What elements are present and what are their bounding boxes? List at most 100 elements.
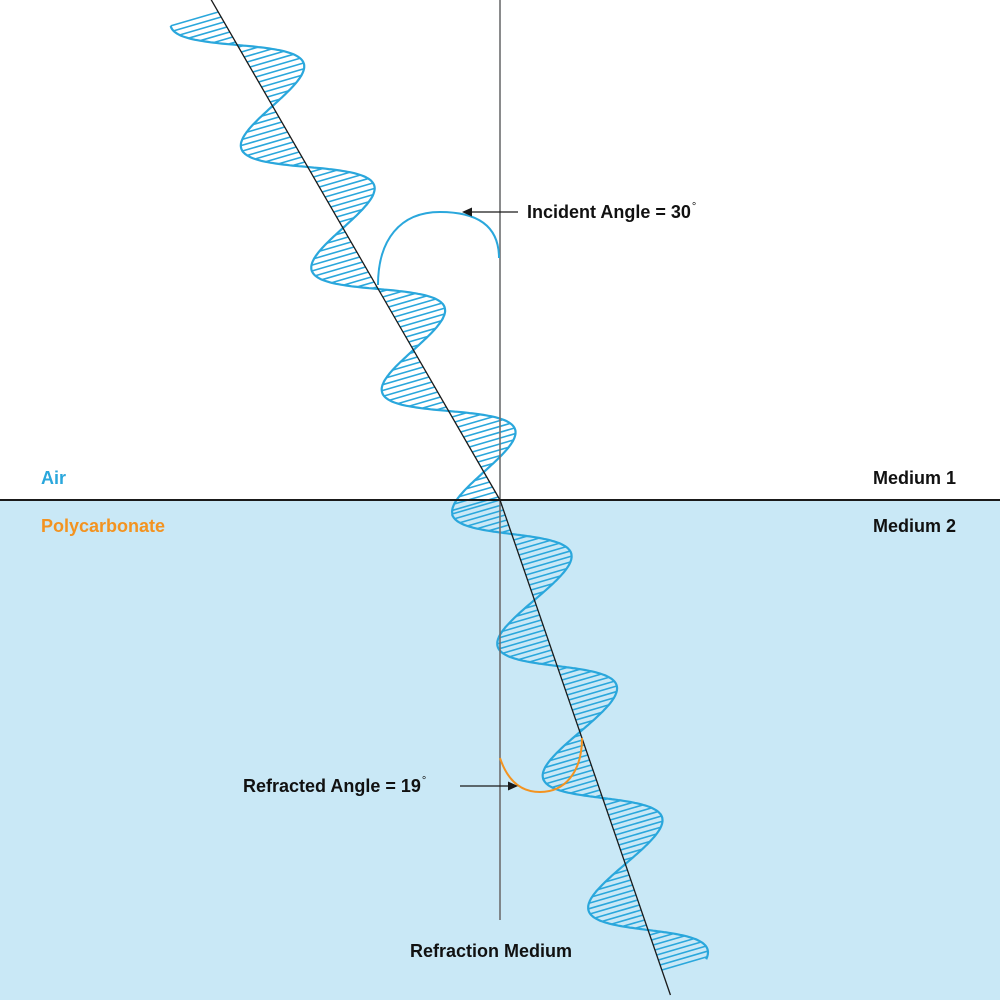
- incident-wave-hatch-line: [292, 161, 306, 167]
- incident-wave-hatch-line: [397, 307, 446, 323]
- refracted-wave-hatch-line: [588, 889, 635, 904]
- refracted-wave-hatch-line: [581, 789, 601, 796]
- incident-wave-hatch-line: [392, 361, 421, 371]
- incident-wave-hatch-line: [179, 21, 225, 36]
- refracted-wave-hatch-line: [611, 810, 659, 826]
- refracted-wave-hatch-line: [561, 670, 592, 681]
- incident-wave-hatch-line: [343, 276, 372, 286]
- incident-wave-hatch-line: [330, 193, 374, 208]
- refracted-wave-hatch-line: [556, 744, 585, 754]
- refracted-wave-hatch-line: [578, 727, 584, 731]
- refracted-wave-hatch-line: [601, 909, 642, 923]
- incident-wave-hatch-line: [311, 256, 360, 272]
- incident-angle-text: Incident Angle = 30: [527, 202, 691, 222]
- incident-wave-hatch-line: [319, 241, 352, 253]
- incident-wave-hatch-line: [315, 261, 363, 277]
- incident-wave-hatch-line: [326, 236, 349, 245]
- refracted-wave-hatch-line: [577, 719, 594, 726]
- refracted-wave-hatch-line: [568, 685, 618, 701]
- incident-wave-hatch-line: [170, 11, 219, 27]
- incident-wave-hatch-line: [421, 401, 444, 410]
- incident-wave-hatch-line: [199, 31, 231, 42]
- incident-wave-hatch-line: [405, 327, 436, 338]
- incident-wave-hatch-line: [278, 156, 303, 165]
- refracted-wave-hatch-line: [573, 734, 582, 738]
- incident-wave-hatch-line: [466, 427, 515, 443]
- refracted-wave-hatch-line: [594, 904, 640, 919]
- incident-wave-hatch-line: [388, 295, 428, 308]
- incident-wave-hatch-line: [411, 344, 420, 348]
- degree-symbol: °: [421, 775, 427, 787]
- incident-wave-hatch-line: [252, 57, 301, 73]
- refracted-wave-hatch-line: [622, 848, 643, 856]
- air-label: Air: [41, 468, 67, 488]
- incident-wave-hatch-line: [238, 44, 244, 48]
- refracted-wave-hatch-line: [530, 582, 554, 591]
- refracted-wave-hatch-line: [527, 567, 567, 581]
- incident-wave-hatch-line: [173, 16, 222, 32]
- incident-angle-label: Incident Angle = 30°: [527, 202, 696, 222]
- refracted-wave-hatch-line: [459, 509, 504, 524]
- incident-arrow: [462, 207, 518, 217]
- refracted-wave-hatch-line: [515, 537, 540, 546]
- refracted-wave-hatch-line: [653, 935, 685, 946]
- incident-wave-hatch-line: [397, 391, 438, 405]
- refracted-wave-hatch-line: [634, 924, 647, 930]
- refracted-wave-hatch-line: [525, 561, 571, 576]
- incident-wave-hatch-line: [336, 208, 363, 218]
- refracted-wave-hatch-line: [558, 666, 568, 671]
- refracted-wave-hatch-line: [498, 624, 544, 639]
- incident-wave-hatch-line: [469, 432, 516, 448]
- incident-wave-hatch-line: [242, 136, 291, 152]
- incident-wave-hatch-line: [319, 174, 361, 188]
- incident-wave-hatch-line: [382, 290, 403, 298]
- incident-wave-hatch-line: [264, 81, 297, 93]
- refracted-wave-hatch-line: [551, 774, 595, 789]
- refracted-wave-hatch-line: [560, 668, 581, 676]
- incident-wave-hatch-line: [324, 182, 374, 198]
- refracted-wave-hatch-line: [546, 769, 594, 785]
- refracted-wave-hatch-line: [588, 894, 637, 910]
- incident-wave-hatch-line: [383, 381, 433, 397]
- refracted-wave-hatch-line: [570, 690, 617, 706]
- refracted-wave-hatch-line: [565, 676, 610, 691]
- incident-wave-hatch-line: [451, 411, 467, 418]
- incident-wave-hatch-line: [391, 298, 437, 313]
- incident-wave-hatch-line: [241, 46, 259, 53]
- refracted-wave-hatch-line: [591, 884, 633, 898]
- refracted-wave-hatch-line: [476, 519, 508, 530]
- refracted-wave-hatch-line: [615, 820, 663, 836]
- incident-wave-hatch-line: [261, 74, 302, 88]
- incident-wave-hatch-line: [472, 439, 514, 453]
- incident-wave-hatch-line: [339, 216, 355, 223]
- refracted-wave-hatch-line: [507, 614, 540, 625]
- incident-wave-hatch-line: [246, 50, 285, 63]
- refracted-wave-hatch-line: [544, 754, 589, 769]
- refracted-wave-hatch-line: [606, 801, 633, 811]
- medium-2-label: Medium 2: [873, 516, 957, 536]
- refracted-wave-hatch-line: [515, 609, 539, 618]
- refracted-wave-hatch-line: [572, 697, 615, 711]
- incident-wave-hatch-line: [371, 286, 378, 290]
- refracted-wave-hatch-line: [613, 815, 662, 831]
- incident-wave-hatch-line: [399, 313, 445, 328]
- incident-wave-hatch-line: [188, 26, 228, 39]
- refracted-wave-hatch-line: [559, 779, 597, 792]
- incident-wave-hatch-line: [213, 36, 233, 44]
- incident-wave-hatch-line: [265, 151, 300, 163]
- incident-wave-hatch-line: [477, 454, 502, 463]
- refracted-wave-hatch-line: [501, 619, 542, 633]
- incident-wave-hatch-line: [386, 366, 424, 379]
- incident-wave-hatch-line: [394, 302, 443, 318]
- refracted-wave-hatch-line: [509, 644, 551, 658]
- incident-wave-hatch-line: [463, 422, 511, 438]
- refracted-wave-hatch-line: [589, 899, 638, 915]
- refracted-wave-hatch-line: [654, 937, 695, 951]
- refracted-wave-hatch-line: [609, 807, 652, 821]
- refracted-wave-hatch-line: [575, 711, 602, 721]
- incident-wave-hatch-line: [255, 62, 304, 78]
- incident-wave-hatch-line: [382, 371, 427, 386]
- refracted-arrow: [460, 781, 518, 791]
- refracted-wave-hatch-line: [659, 950, 709, 966]
